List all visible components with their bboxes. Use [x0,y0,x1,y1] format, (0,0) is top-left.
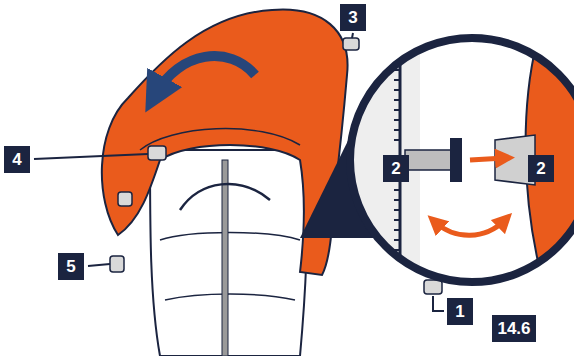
callout-box: 5 [58,253,84,280]
callout-number: 5 [66,258,75,275]
figure-number: 14.6 [497,320,530,337]
callout-number: 2 [391,160,400,177]
callout-box: 2 [528,155,554,182]
callout-box: 1 [447,298,473,325]
callout-box: 4 [4,146,30,173]
callout-number: 2 [536,160,545,177]
callout-number: 1 [455,303,464,320]
figure-number-box: 14.6 [492,315,536,342]
callout-number: 4 [12,151,21,168]
detail-zoom [300,30,574,290]
callout-number: 3 [348,9,357,26]
callout-box: 2 [383,155,409,182]
callout-box: 3 [340,4,366,31]
leader-lines [34,33,444,311]
seat-shell [150,150,307,356]
